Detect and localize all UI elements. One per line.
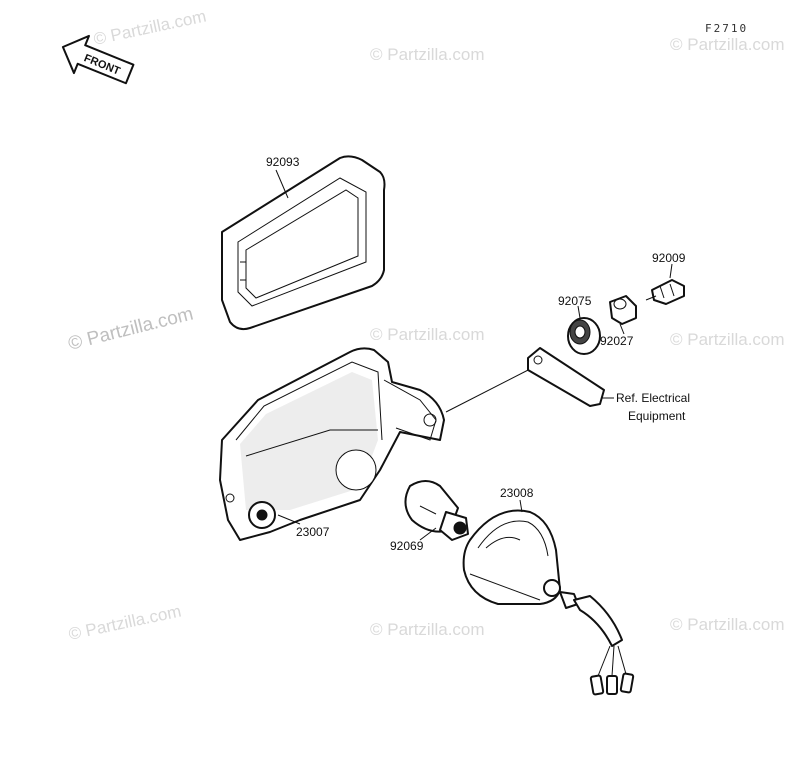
watermark: © Partzilla.com — [67, 602, 183, 644]
front-arrow-icon: FRONT — [61, 34, 135, 85]
collar-part: 92027 — [600, 295, 637, 348]
diagram-code: F2710 — [705, 22, 748, 35]
callout-23008: 23008 — [500, 486, 534, 500]
callout-92075: 92075 — [558, 294, 592, 308]
bracket-strip-part: Ref. Electrical Equipment — [527, 347, 690, 423]
headlight-housing-part: 23007 — [219, 347, 445, 541]
callout-92009: 92009 — [652, 251, 686, 265]
callout-92093: 92093 — [266, 155, 300, 169]
callout-23007: 23007 — [296, 525, 330, 539]
ref-equipment-label: Equipment — [628, 409, 686, 423]
watermark: © Partzilla.com — [670, 330, 785, 349]
watermark: © Partzilla.com — [370, 45, 485, 64]
callout-92027: 92027 — [600, 334, 634, 348]
leader-line — [445, 365, 537, 413]
watermark: © Partzilla.com — [670, 615, 785, 634]
callout-92069: 92069 — [390, 539, 424, 553]
watermark: © Partzilla.com — [66, 304, 195, 355]
grommet-part: 92075 — [558, 294, 601, 355]
watermark: © Partzilla.com — [370, 325, 485, 344]
ref-electrical-label: Ref. Electrical — [616, 391, 690, 405]
watermark-layer: © Partzilla.com © Partzilla.com © Partzi… — [66, 7, 784, 644]
watermark: © Partzilla.com — [370, 620, 485, 639]
socket-assembly-part: 23008 — [462, 486, 579, 609]
watermark: © Partzilla.com — [670, 35, 785, 54]
watermark: © Partzilla.com — [92, 7, 208, 49]
gasket-part: 92093 — [221, 155, 386, 331]
wire-harness-part — [573, 595, 635, 696]
bolt-part: 92009 — [645, 251, 686, 305]
bulb-part: 92069 — [390, 480, 469, 553]
